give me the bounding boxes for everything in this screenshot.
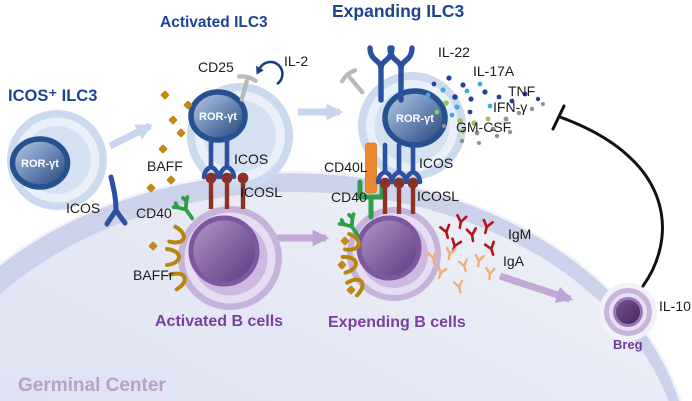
il10-label: IL-10 bbox=[659, 298, 691, 314]
ilc3-nucleus bbox=[9, 136, 71, 190]
baffr-label: BAFFr bbox=[133, 267, 174, 283]
nucleus-label: ROR-γt bbox=[396, 113, 434, 125]
germinal-center bbox=[0, 170, 682, 401]
cd40-label: CD40 bbox=[136, 205, 172, 221]
cytokine-label-il17a: IL-17A bbox=[473, 63, 515, 79]
cytokine-label-tnf: TNF bbox=[508, 83, 535, 99]
icos-receptor-icon bbox=[104, 174, 128, 227]
inhibition-arrow bbox=[551, 104, 664, 288]
cd25-receptor-icon bbox=[341, 69, 369, 98]
cd40-label: CD40 bbox=[331, 189, 367, 205]
inhibition-t-bar bbox=[551, 104, 566, 131]
il2-label: IL-2 bbox=[284, 53, 308, 69]
expanding-ilc3-cell: ROR-γt bbox=[341, 45, 466, 220]
germinal-center-inner bbox=[0, 192, 669, 401]
b-cell-nucleus bbox=[188, 215, 260, 287]
cd40l-ligand-icon bbox=[365, 142, 377, 194]
nucleus-label: ROR-γt bbox=[21, 158, 59, 170]
icos-ilc3-cell: ROR-γt bbox=[7, 110, 128, 227]
cytokine-label-ifng: IFN-γ bbox=[493, 99, 527, 115]
icosl-label: ICOSL bbox=[240, 184, 282, 200]
cytokine-label-gmcsf: GM-CSF bbox=[456, 119, 511, 135]
iga-label: IgA bbox=[503, 253, 525, 269]
nucleus-label: ROR-γt bbox=[199, 111, 237, 123]
flow-arrows bbox=[108, 103, 574, 303]
text-labels: ICOS⁺ ILC3 Activated ILC3 Expanding ILC3… bbox=[8, 1, 691, 396]
ilc3-nucleus bbox=[188, 89, 248, 143]
expanding-ilc3-title: Expanding ILC3 bbox=[332, 1, 465, 21]
baff-label: BAFF bbox=[147, 158, 183, 174]
breg-nucleus bbox=[616, 300, 640, 324]
germinal-center-label: Germinal Center bbox=[18, 375, 166, 396]
cd25-label: CD25 bbox=[198, 59, 234, 75]
arrow-icos-to-activated bbox=[108, 122, 154, 150]
icos-label: ICOS bbox=[419, 155, 453, 171]
cytokine-receptor-icon bbox=[387, 45, 415, 103]
breg-cell bbox=[599, 283, 657, 341]
b-cell-nucleus bbox=[356, 215, 422, 281]
activated-b-cell bbox=[148, 193, 282, 310]
igm-label: IgM bbox=[508, 226, 531, 242]
breg-label: Breg bbox=[613, 337, 643, 352]
cd40-bound-receptor-icon bbox=[357, 179, 385, 220]
cytokine-label-il22: IL-22 bbox=[438, 44, 470, 60]
baff-ligands bbox=[146, 90, 193, 193]
arrow-expandingB-to-breg bbox=[498, 272, 574, 303]
expanding-b-cell bbox=[336, 207, 441, 301]
icos-label: ICOS bbox=[234, 151, 268, 167]
il2-loop-arrowhead bbox=[256, 65, 264, 75]
icosl-label: ICOSL bbox=[417, 188, 459, 204]
cd40l-label: CD40L bbox=[324, 159, 368, 175]
icos-ilc3-title: ICOS⁺ ILC3 bbox=[8, 87, 97, 105]
activated-b-cells-title: Activated B cells bbox=[155, 313, 283, 330]
cytokine-dots bbox=[425, 75, 545, 145]
il2-loop-arrow-icon bbox=[258, 60, 284, 86]
activated-ilc3-title: Activated ILC3 bbox=[160, 14, 268, 31]
icos-label: ICOS bbox=[66, 200, 100, 216]
activated-ilc3-cell: ROR-γt bbox=[146, 60, 293, 209]
expanding-b-cells-title: Expending B cells bbox=[328, 314, 466, 331]
